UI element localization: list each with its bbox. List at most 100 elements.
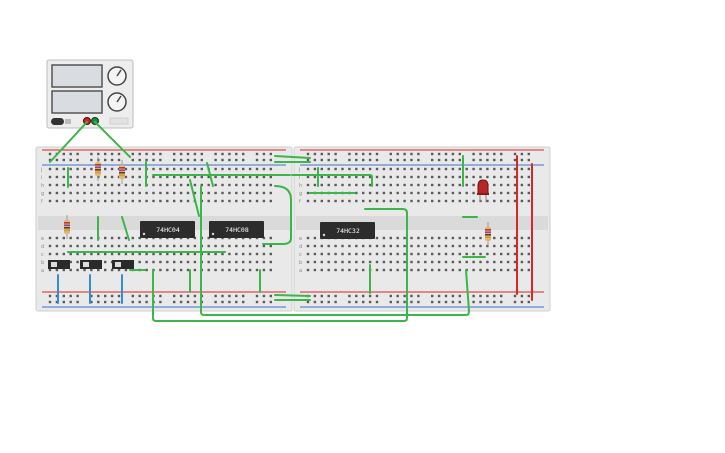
breadboard-hole[interactable] xyxy=(493,260,496,264)
breadboard-hole[interactable] xyxy=(193,183,197,187)
rail-hole[interactable] xyxy=(269,152,272,156)
breadboard-hole[interactable] xyxy=(228,199,231,203)
breadboard-hole[interactable] xyxy=(520,199,524,203)
breadboard-hole[interactable] xyxy=(145,252,148,256)
rail-hole[interactable] xyxy=(458,300,461,304)
rail-hole[interactable] xyxy=(486,158,489,162)
breadboard-hole[interactable] xyxy=(55,268,59,272)
breadboard-hole[interactable] xyxy=(255,191,259,195)
breadboard-hole[interactable] xyxy=(83,199,86,203)
breadboard-hole[interactable] xyxy=(313,236,317,240)
rail-hole[interactable] xyxy=(527,300,530,304)
breadboard-hole[interactable] xyxy=(417,244,420,248)
breadboard-hole[interactable] xyxy=(48,175,52,179)
breadboard-hole[interactable] xyxy=(152,167,155,171)
breadboard-hole[interactable] xyxy=(235,244,238,248)
breadboard-hole[interactable] xyxy=(69,236,72,240)
breadboard-hole[interactable] xyxy=(486,167,489,171)
breadboard-hole[interactable] xyxy=(320,167,323,171)
rail-hole[interactable] xyxy=(76,152,79,156)
rail-hole[interactable] xyxy=(110,152,114,156)
rail-hole[interactable] xyxy=(138,152,141,156)
breadboard-hole[interactable] xyxy=(138,199,141,203)
breadboard-hole[interactable] xyxy=(269,252,272,256)
breadboard-hole[interactable] xyxy=(228,183,231,187)
breadboard-hole[interactable] xyxy=(424,199,427,203)
breadboard-hole[interactable] xyxy=(362,252,365,256)
resistor[interactable] xyxy=(119,160,125,184)
breadboard-hole[interactable] xyxy=(221,183,224,187)
breadboard-hole[interactable] xyxy=(500,199,503,203)
breadboard-hole[interactable] xyxy=(493,268,496,272)
breadboard-hole[interactable] xyxy=(375,260,379,264)
breadboard-hole[interactable] xyxy=(207,183,210,187)
rail-hole[interactable] xyxy=(69,294,72,298)
breadboard-hole[interactable] xyxy=(255,268,259,272)
breadboard-hole[interactable] xyxy=(437,244,441,248)
rail-hole[interactable] xyxy=(396,300,399,304)
breadboard-hole[interactable] xyxy=(396,252,399,256)
breadboard-hole[interactable] xyxy=(403,268,406,272)
breadboard-hole[interactable] xyxy=(389,191,392,195)
rail-hole[interactable] xyxy=(235,294,238,298)
breadboard-hole[interactable] xyxy=(76,191,79,195)
breadboard-hole[interactable] xyxy=(159,183,162,187)
rail-hole[interactable] xyxy=(179,294,183,298)
breadboard-hole[interactable] xyxy=(382,183,386,187)
breadboard-hole[interactable] xyxy=(486,268,489,272)
breadboard-hole[interactable] xyxy=(320,244,323,248)
breadboard-hole[interactable] xyxy=(389,167,392,171)
breadboard-hole[interactable] xyxy=(527,252,530,256)
breadboard-hole[interactable] xyxy=(513,268,517,272)
breadboard-hole[interactable] xyxy=(368,260,372,264)
breadboard-hole[interactable] xyxy=(472,183,475,187)
breadboard-hole[interactable] xyxy=(48,199,52,203)
rail-hole[interactable] xyxy=(306,152,310,156)
breadboard-hole[interactable] xyxy=(458,183,461,187)
breadboard-hole[interactable] xyxy=(458,167,461,171)
breadboard-hole[interactable] xyxy=(248,191,252,195)
breadboard-hole[interactable] xyxy=(327,260,330,264)
rail-hole[interactable] xyxy=(410,152,413,156)
breadboard-hole[interactable] xyxy=(320,268,323,272)
breadboard-hole[interactable] xyxy=(242,199,245,203)
rail-hole[interactable] xyxy=(355,158,358,162)
rail-hole[interactable] xyxy=(500,300,503,304)
slide-switch[interactable] xyxy=(48,260,70,269)
slide-switch[interactable] xyxy=(80,260,102,269)
rail-hole[interactable] xyxy=(186,152,190,156)
wire[interactable] xyxy=(262,185,292,245)
breadboard-hole[interactable] xyxy=(76,183,79,187)
wire[interactable] xyxy=(274,155,311,159)
breadboard-hole[interactable] xyxy=(193,191,197,195)
breadboard-hole[interactable] xyxy=(83,175,86,179)
breadboard-hole[interactable] xyxy=(396,244,399,248)
rail-hole[interactable] xyxy=(479,300,482,304)
breadboard-hole[interactable] xyxy=(327,183,330,187)
breadboard-hole[interactable] xyxy=(417,199,420,203)
breadboard-hole[interactable] xyxy=(248,260,252,264)
rail-hole[interactable] xyxy=(458,158,461,162)
breadboard-hole[interactable] xyxy=(173,167,176,171)
breadboard-hole[interactable] xyxy=(76,268,79,272)
breadboard-hole[interactable] xyxy=(513,252,517,256)
breadboard-hole[interactable] xyxy=(179,260,183,264)
breadboard-hole[interactable] xyxy=(76,167,79,171)
breadboard-hole[interactable] xyxy=(341,244,344,248)
breadboard-hole[interactable] xyxy=(444,260,448,264)
breadboard-hole[interactable] xyxy=(348,183,351,187)
breadboard-hole[interactable] xyxy=(389,268,392,272)
wire[interactable] xyxy=(94,121,131,158)
breadboard-hole[interactable] xyxy=(348,244,351,248)
breadboard-hole[interactable] xyxy=(472,260,475,264)
breadboard-hole[interactable] xyxy=(138,167,141,171)
breadboard-hole[interactable] xyxy=(417,260,420,264)
breadboard-hole[interactable] xyxy=(465,191,468,195)
breadboard-hole[interactable] xyxy=(207,252,210,256)
breadboard-hole[interactable] xyxy=(248,199,252,203)
breadboard-hole[interactable] xyxy=(313,175,317,179)
breadboard-hole[interactable] xyxy=(355,199,358,203)
breadboard-hole[interactable] xyxy=(145,244,148,248)
breadboard-hole[interactable] xyxy=(145,268,148,272)
rail-hole[interactable] xyxy=(493,294,496,298)
